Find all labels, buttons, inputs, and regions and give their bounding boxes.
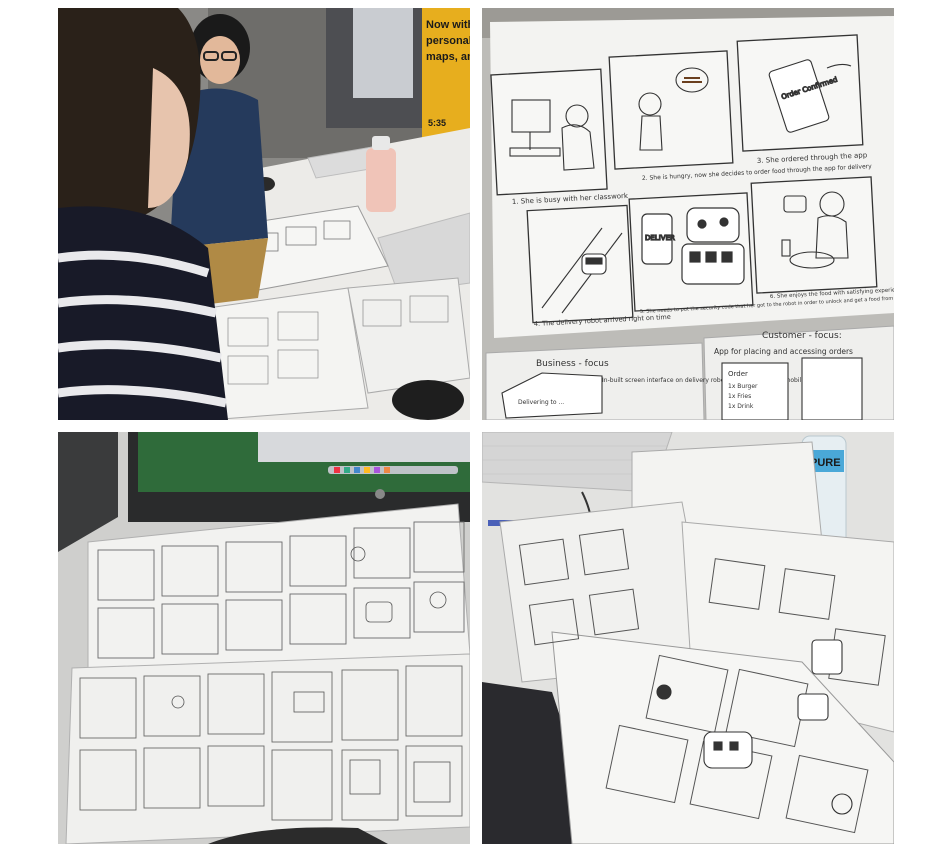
bottle-brand: PURE <box>810 457 841 469</box>
keyboard-2 <box>377 212 470 294</box>
poster-time: 5:35 <box>428 118 446 128</box>
photo-storyboard-table: PURE <box>482 432 894 844</box>
customer-title: Customer - focus: <box>762 331 842 341</box>
poster-line-3: maps, an <box>426 51 470 63</box>
robot-screen-sketch: Delivering to ... <box>501 372 603 419</box>
menu-title: Order <box>728 370 748 378</box>
frame-2-drawing <box>638 67 709 151</box>
business-title: Business - focus <box>536 359 609 369</box>
robot-sketch <box>703 731 753 769</box>
wide-scene <box>58 432 470 844</box>
person-1-sweater <box>58 206 228 420</box>
lower-frames <box>79 665 463 821</box>
poster-line-1: Now with <box>426 19 470 31</box>
frame-6 <box>750 176 878 294</box>
robot-screen-text: Delivering to ... <box>518 399 564 406</box>
sketch-sheet-2 <box>347 277 470 394</box>
menu-item-2: 1x Fries <box>728 393 751 400</box>
students-scene: Now with personal maps, an 5:35 <box>58 8 470 420</box>
app-screens-sketch <box>721 357 863 420</box>
frame-6-drawing <box>781 191 849 269</box>
frame-1-drawing <box>509 99 595 171</box>
customer-note: App for placing and accessing orders <box>714 347 853 356</box>
storyboard-sheet-lower <box>65 653 470 844</box>
photo-storyboard-wide <box>58 432 470 844</box>
pink-bottle <box>366 148 396 212</box>
mouse <box>392 380 464 420</box>
poster-line-2: personal <box>426 35 470 47</box>
photo-storyboard-closeup: Order Confirmed DELIVER 1. She is bus <box>482 8 894 420</box>
person-1-face <box>148 68 190 208</box>
frame-2 <box>608 50 734 170</box>
table-scene: PURE <box>482 432 894 844</box>
sketch-sheet <box>207 287 369 420</box>
dock <box>328 466 458 474</box>
upper-frames <box>97 521 465 659</box>
photo-students-sketching: Now with personal maps, an 5:35 <box>58 8 470 420</box>
dock-icons <box>334 467 390 473</box>
deliver-text: DELIVER <box>645 234 675 242</box>
storyboard-scene: Order Confirmed DELIVER 1. She is bus <box>482 8 894 420</box>
frame-4-drawing <box>541 227 623 314</box>
menu-item-1: 1x Burger <box>728 383 758 390</box>
frame-5-drawing: DELIVER <box>641 207 745 285</box>
menu-item-3: 1x Drink <box>728 403 754 410</box>
cable-bag <box>208 827 388 844</box>
business-note: In-built screen interface on delivery ro… <box>602 377 818 384</box>
frame-4 <box>526 204 634 324</box>
